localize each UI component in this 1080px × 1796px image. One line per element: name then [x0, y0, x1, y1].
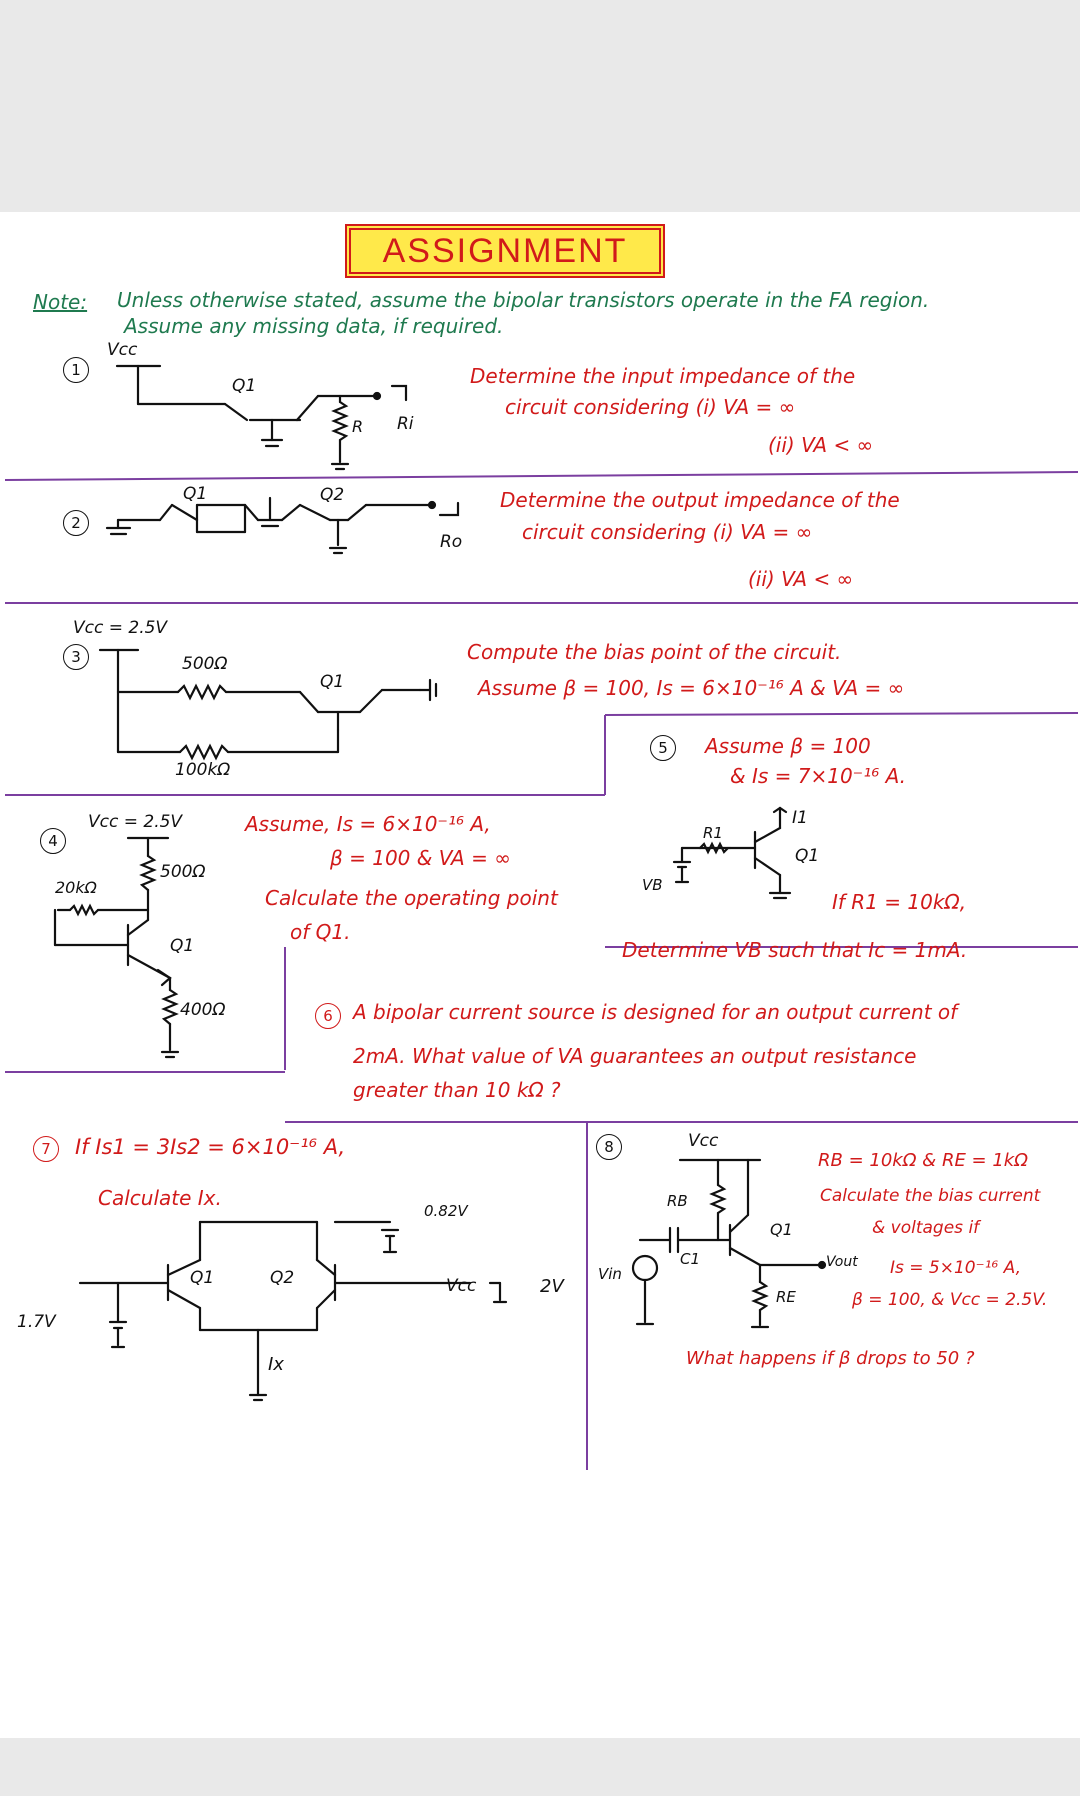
q4-r1-label: 20kΩ [55, 878, 97, 897]
circuit-4 [53, 836, 180, 1059]
bottom-margin [0, 1738, 1080, 1796]
q5-text-4: Determine VB such that Ic = 1mA. [622, 938, 968, 962]
q5-i1-label: I1 [792, 808, 808, 828]
q2-text-1: Determine the output impedance of the [500, 488, 900, 512]
q3-r2-label: 100kΩ [175, 760, 231, 780]
circuit-8 [631, 1158, 827, 1329]
q5-text-1: Assume β = 100 [705, 734, 871, 758]
question-number-4: 4 [40, 828, 66, 854]
circuit-3 [98, 648, 438, 761]
q2-transistor-1-label: Q1 [183, 484, 208, 504]
q3-vcc-label: Vcc = 2.5V [73, 618, 168, 638]
q1-text-1: Determine the input impedance of the [470, 364, 856, 388]
q1-resistor-label: R [352, 417, 364, 436]
circuit-5 [672, 806, 792, 900]
q7-voltage-3-label: 1.7V [17, 1312, 56, 1332]
q5-text-2: & Is = 7×10⁻¹⁶ A. [730, 764, 907, 788]
q8-text-5: β = 100, & Vcc = 2.5V. [852, 1290, 1048, 1310]
q7-ix-label: Ix [268, 1354, 284, 1375]
q8-vin-label: Vin [598, 1265, 622, 1283]
q8-rb-label: RB [667, 1192, 688, 1210]
question-number-1: 1 [63, 357, 89, 383]
q4-text-2: β = 100 & VA = ∞ [330, 846, 511, 870]
q5-text-3: If R1 = 10kΩ, [832, 890, 967, 914]
question-number-2: 2 [63, 510, 89, 536]
q2-ro-label: Ro [440, 532, 463, 552]
note-line-2: Assume any missing data, if required. [124, 314, 504, 338]
q7-text-2: Calculate Ix. [98, 1186, 222, 1210]
question-number-7: 7 [33, 1136, 59, 1162]
q4-transistor-label: Q1 [170, 936, 195, 956]
q4-vcc-label: Vcc = 2.5V [88, 812, 183, 832]
q8-text-2: Calculate the bias current [820, 1186, 1041, 1206]
note-line-1: Unless otherwise stated, assume the bipo… [117, 288, 930, 312]
circuit-1 [115, 364, 408, 471]
title-box: ASSIGNMENT [345, 224, 665, 278]
q2-transistor-2-label: Q2 [320, 485, 345, 505]
note-label: Note: [33, 290, 88, 314]
question-number-5: 5 [650, 735, 676, 761]
q1-text-3: (ii) VA < ∞ [768, 433, 874, 457]
q3-text-1: Compute the bias point of the circuit. [467, 640, 842, 664]
q5-r1-label: R1 [703, 824, 723, 842]
divider-1 [4, 471, 1079, 481]
q3-text-2: Assume β = 100, Is = 6×10⁻¹⁶ A & VA = ∞ [478, 676, 905, 700]
q7-transistor-1-label: Q1 [190, 1268, 215, 1288]
q1-vcc-label: Vcc [107, 340, 138, 360]
question-number-3: 3 [63, 644, 89, 670]
q7-transistor-2-label: Q2 [270, 1268, 295, 1288]
q4-text-1: Assume, Is = 6×10⁻¹⁶ A, [245, 812, 491, 836]
question-number-8: 8 [596, 1134, 622, 1160]
q8-text-4: Is = 5×10⁻¹⁶ A, [890, 1258, 1021, 1278]
q8-c1-label: C1 [680, 1250, 701, 1268]
q8-re-label: RE [776, 1288, 796, 1306]
top-margin [0, 0, 1080, 212]
question-number-6: 6 [315, 1003, 341, 1029]
divider-5 [604, 712, 1079, 716]
q6-text-1: A bipolar current source is designed for… [353, 1000, 958, 1024]
q7-text-1: If Is1 = 3Is2 = 6×10⁻¹⁶ A, [75, 1135, 346, 1159]
q8-text-1: RB = 10kΩ & RE = 1kΩ [818, 1150, 1028, 1171]
q1-text-2: circuit considering (i) VA = ∞ [505, 395, 796, 419]
q4-text-4: of Q1. [290, 920, 351, 944]
page-title: ASSIGNMENT [382, 231, 628, 270]
q3-transistor-label: Q1 [320, 672, 345, 692]
q7-voltage-1-label: 0.82V [424, 1202, 468, 1220]
q6-text-2: 2mA. What value of VA guarantees an outp… [353, 1044, 917, 1068]
q1-ri-label: Ri [397, 414, 414, 434]
q1-transistor-label: Q1 [232, 376, 257, 396]
q8-vcc-label: Vcc [688, 1131, 719, 1151]
q7-voltage-2-label: 2V [540, 1276, 564, 1297]
q5-transistor-label: Q1 [795, 846, 820, 866]
q3-r1-label: 500Ω [182, 654, 228, 674]
q8-text-6: What happens if β drops to 50 ? [686, 1348, 975, 1369]
q4-r3-label: 400Ω [180, 1000, 226, 1020]
q6-text-3: greater than 10 kΩ ? [353, 1078, 561, 1102]
q5-vb-label: VB [642, 876, 663, 894]
q8-transistor-label: Q1 [770, 1220, 793, 1239]
q2-text-3: (ii) VA < ∞ [748, 567, 854, 591]
circuit-7 [78, 1220, 508, 1402]
q2-text-2: circuit considering (i) VA = ∞ [522, 520, 813, 544]
q7-vcc-label: Vcc [446, 1276, 477, 1296]
q8-vout-label: Vout [826, 1254, 858, 1270]
q4-r2-label: 500Ω [160, 862, 206, 882]
q8-text-3: & voltages if [872, 1218, 980, 1238]
circuit-2 [105, 496, 460, 555]
q4-text-3: Calculate the operating point [265, 886, 558, 910]
